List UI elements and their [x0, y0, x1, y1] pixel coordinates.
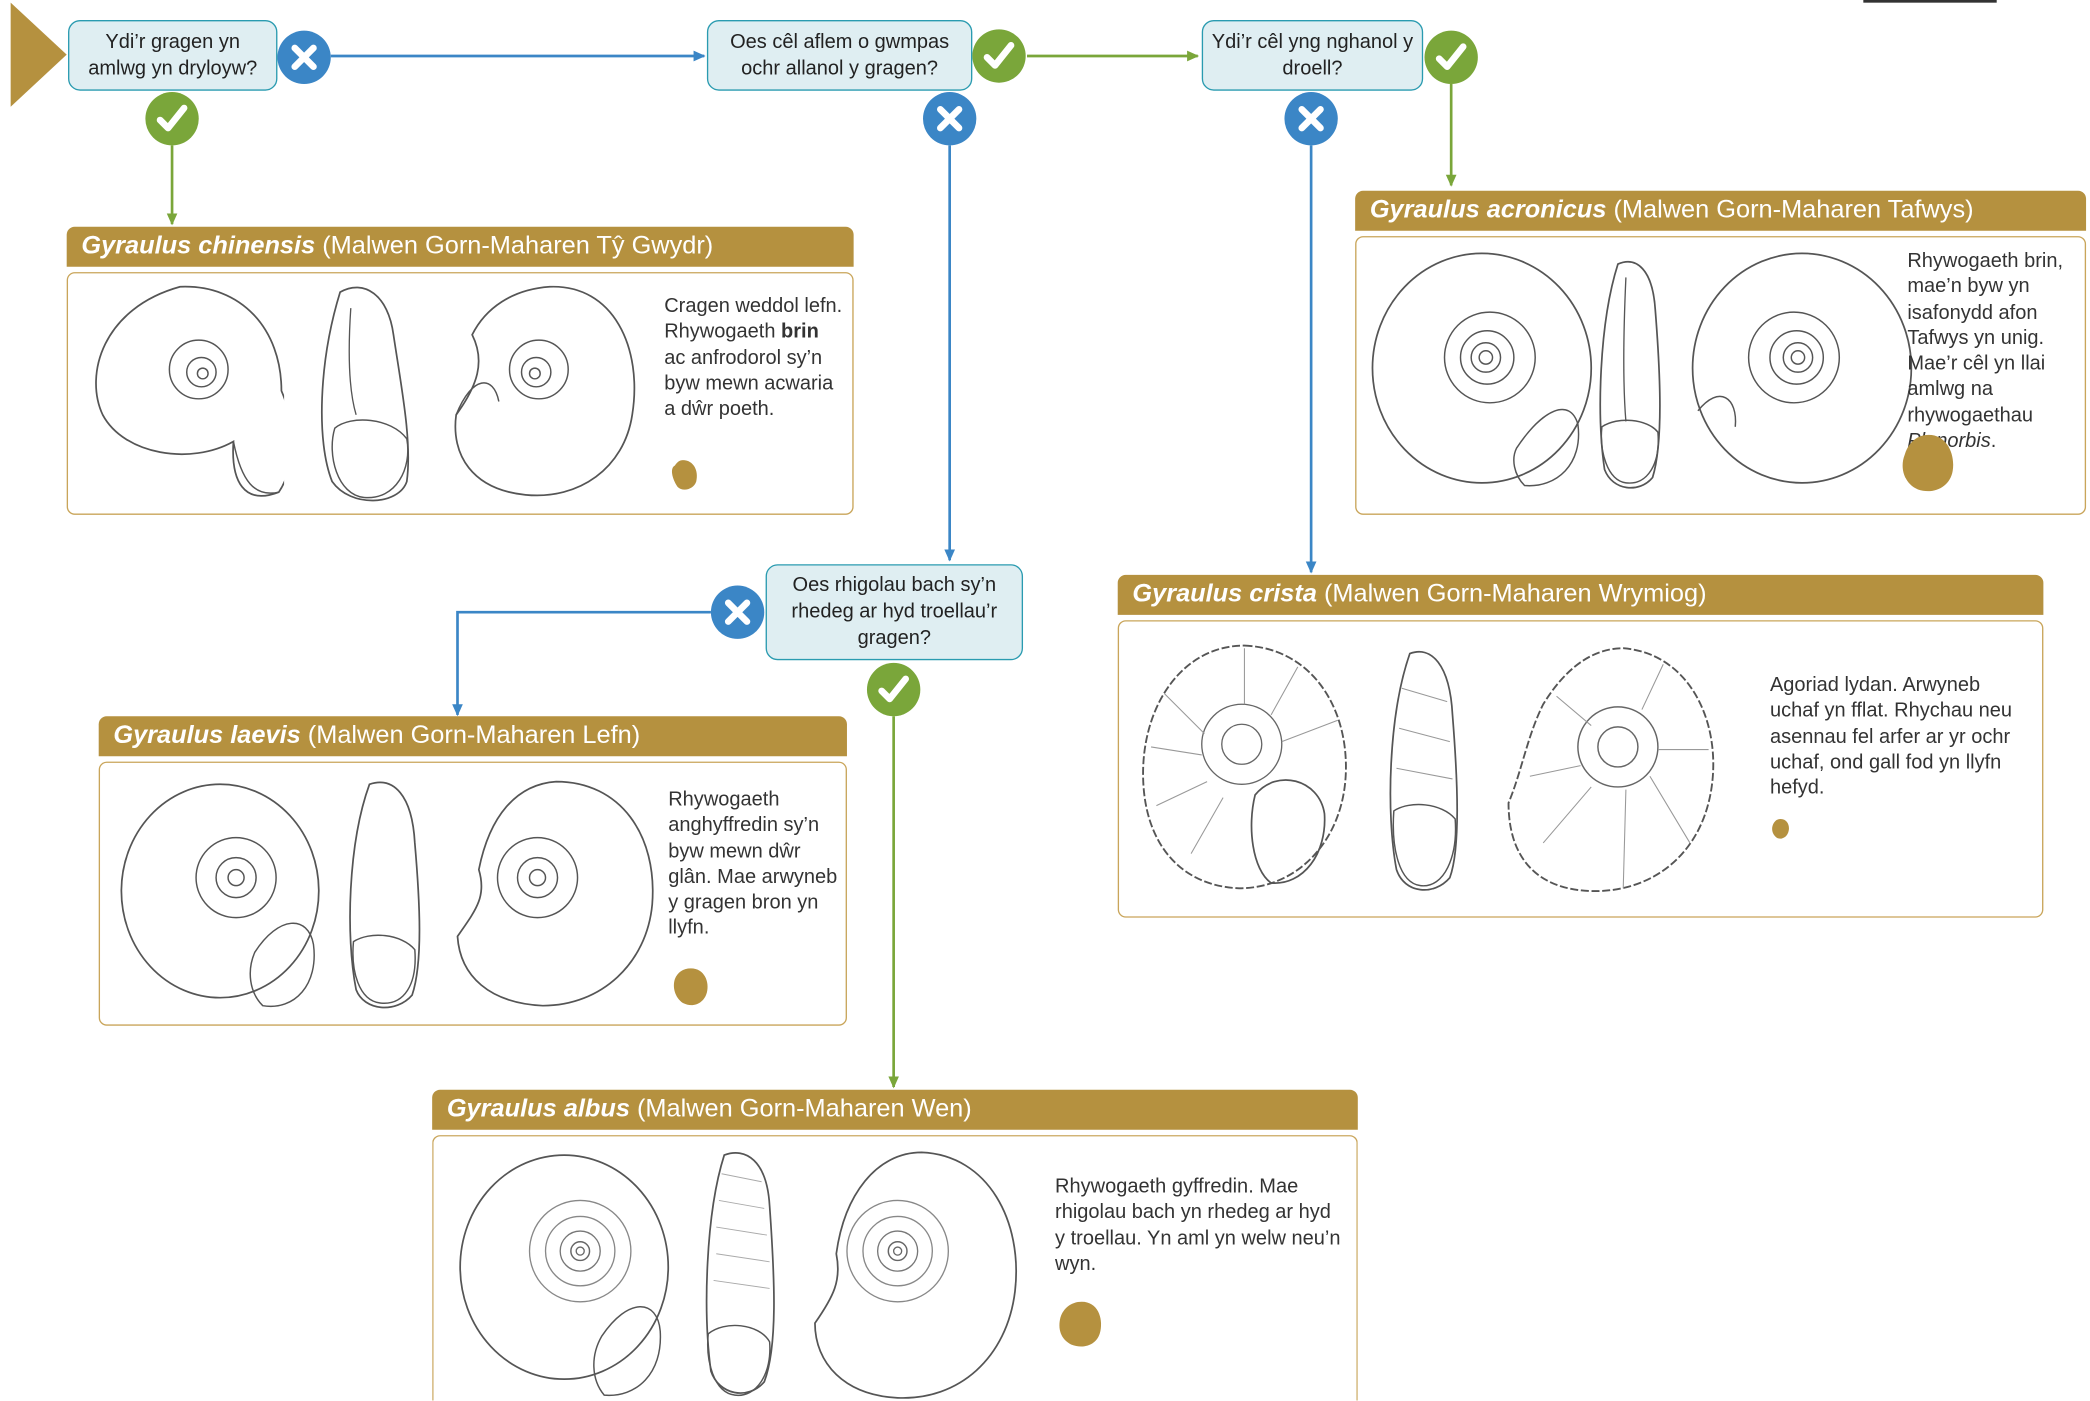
page-tab-mark	[1863, 0, 1997, 3]
species-panel-acronicus: Rhywogaeth brin, mae’n byw yn isafonydd …	[1355, 236, 2087, 515]
species-panel-chinensis: Cragen weddol lefn. Rhywogaeth brin ac a…	[66, 272, 854, 515]
cross-icon	[922, 92, 977, 146]
species-title-crista: Gyraulus crista (Malwen Gorn-Maharen Wry…	[1117, 574, 2044, 615]
check-icon	[972, 29, 1026, 83]
species-description: Agoriad lydan. Arwyneb uchaf yn fflat. R…	[1769, 673, 2013, 800]
species-panel-albus: Rhywogaeth gyffredin. Mae rhigolau bach …	[432, 1135, 1358, 1401]
question-central-keel: Ydi’r cêl yng nghanol y droell?	[1201, 20, 1424, 91]
question-transparent-shell: Ydi’r gragen yn amlwg yn dryloyw?	[68, 20, 278, 91]
shell-bottom-view	[1691, 252, 1913, 484]
shell-side-view	[705, 1152, 775, 1396]
species-description: Rhywogaeth anghyffredin sy’n byw mewn dŵ…	[668, 788, 838, 940]
shell-size-swatch	[1772, 818, 1789, 839]
shell-bottom-view	[1507, 647, 1715, 892]
cross-icon	[710, 585, 765, 639]
shell-size-swatch	[1059, 1301, 1102, 1347]
shell-size-swatch	[1902, 434, 1954, 492]
shell-top-view	[120, 783, 320, 1008]
shell-top-view	[459, 1154, 670, 1396]
check-icon	[1424, 30, 1478, 85]
cross-icon	[1284, 92, 1338, 146]
cross-icon	[277, 30, 331, 85]
shell-top-view	[1142, 644, 1347, 890]
shell-bottom-view	[456, 780, 654, 1007]
species-title-albus: Gyraulus albus (Malwen Gorn-Maharen Wen)	[432, 1089, 1358, 1130]
shell-top-view	[95, 285, 285, 497]
species-title-laevis: Gyraulus laevis (Malwen Gorn-Maharen Lef…	[98, 716, 847, 757]
shell-bottom-view	[454, 285, 636, 497]
question-fine-grooves: Oes rhigolau bach sy’n rhedeg ar hyd tro…	[765, 564, 1024, 661]
shell-side-view	[320, 286, 410, 502]
shell-side-view	[349, 781, 421, 1009]
species-description: Rhywogaeth gyffredin. Mae rhigolau bach …	[1055, 1175, 1341, 1275]
shell-size-swatch	[671, 460, 697, 490]
species-panel-crista: Agoriad lydan. Arwyneb uchaf yn fflat. R…	[1117, 620, 2044, 918]
shell-top-view	[1371, 252, 1593, 487]
shell-size-swatch	[673, 968, 708, 1006]
shell-bottom-view	[814, 1151, 1017, 1399]
species-panel-laevis: Rhywogaeth anghyffredin sy’n byw mewn dŵ…	[98, 761, 847, 1026]
shell-side-view	[1599, 261, 1661, 489]
check-icon	[866, 662, 921, 717]
species-description: Cragen weddol lefn. Rhywogaeth brin ac a…	[664, 294, 843, 421]
shell-side-view	[1389, 651, 1459, 891]
check-icon	[145, 92, 199, 146]
species-title-chinensis: Gyraulus chinensis (Malwen Gorn-Maharen …	[66, 226, 854, 267]
question-blunt-keel: Oes cêl aflem o gwmpas ochr allanol y gr…	[706, 20, 973, 91]
species-description: Rhywogaeth brin, mae’n byw yn isafonydd …	[1907, 249, 2064, 453]
species-title-acronicus: Gyraulus acronicus (Malwen Gorn-Maharen …	[1355, 190, 2087, 231]
start-arrow	[10, 2, 67, 107]
